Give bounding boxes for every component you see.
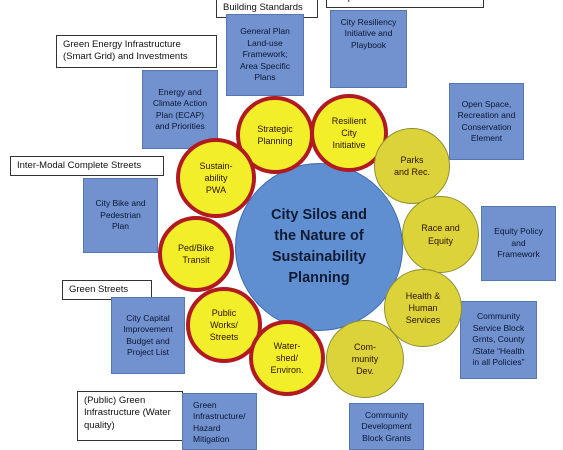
circle-ped-bike: Ped/Bike Transit [158,216,234,292]
plan-box-resiliency-playbook: City Resiliency Initiative and Playbook [330,10,407,88]
label-box-inter-modal: Inter-Modal Complete Streets [10,156,164,176]
label-box-green-energy: Green Energy Infrastructure (Smart Grid)… [56,35,217,68]
circle-race-equity: Race and Equity [402,196,479,273]
plan-box-cdbg: Community Development Block Grants [349,403,424,450]
plan-box-equity-policy: Equity Policy and Framework [481,206,556,281]
plan-box-capital-improvement: City Capital Improvement Budget and Proj… [111,297,185,374]
label-box-green-infrastructure: (Public) Green Infrastructure (Water qua… [77,391,183,441]
circle-watershed: Water- shed/ Environ. [249,320,325,396]
circle-health-human: Health & Human Services [384,269,462,347]
plan-box-bike-ped-plan: City Bike and Pedestrian Plan [83,178,158,253]
circle-parks-rec: Parks and Rec. [374,128,450,204]
plan-box-community-service: Community Service Block Grnts, County /S… [460,301,537,379]
circle-sustainability-pwa: Sustain- ability PWA [176,138,256,218]
plan-box-hazard-mitigation: Green Infrastructure/ Hazard Mitigation [182,393,257,450]
plan-box-ecap: Energy and Climate Action Plan (ECAP) an… [142,70,218,149]
plan-box-open-space: Open Space, Recreation and Conservation … [449,83,524,160]
label-box-preparedness: Preparedness [326,0,484,8]
plan-box-general-plan: General Plan Land-use Framework; Area Sp… [226,14,304,96]
label-box-green-streets: Green Streets [62,280,152,300]
center-circle: City Silos and the Nature of Sustainabil… [235,163,403,331]
circle-community-dev: Com- munity Dev. [326,320,404,398]
